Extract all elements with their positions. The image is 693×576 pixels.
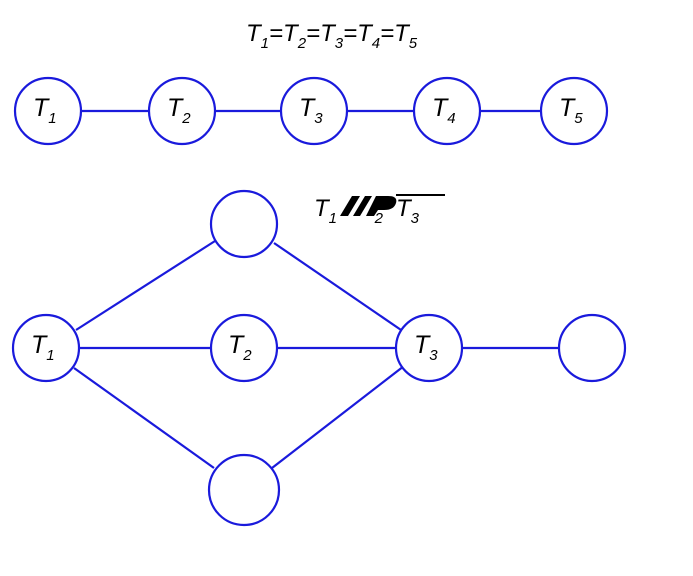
- equation-parallel: T1 T2 T3: [314, 194, 445, 227]
- svg-text:T1: T1: [31, 331, 55, 364]
- svg-text:T1: T1: [33, 94, 57, 127]
- equation-chain: T1=T2=T3=T4=T5: [246, 20, 418, 52]
- node-label: T: [414, 331, 431, 359]
- eq2-term-3: T: [396, 195, 413, 222]
- eq1-term-5: T: [394, 20, 411, 47]
- node-subscript: 1: [48, 110, 56, 127]
- eq1-term-2: T: [283, 20, 300, 47]
- edge-t1-top: [75, 240, 216, 331]
- chain-graph: T1 T2 T3 T4 T5: [13, 76, 609, 146]
- svg-text:T3: T3: [396, 195, 420, 227]
- eq1-sub-1: 1: [261, 35, 269, 52]
- eq1-sub-5: 5: [409, 35, 418, 52]
- eq1-op-1: =: [269, 20, 283, 47]
- edge-top-t3: [273, 242, 405, 333]
- node-subscript: 4: [447, 110, 455, 127]
- node-subscript: 2: [181, 110, 191, 127]
- node-t1: T1: [13, 76, 83, 146]
- edge-bottom-t3: [271, 365, 405, 469]
- node-right-empty: [557, 313, 627, 383]
- eq1-op-3: =: [343, 20, 357, 47]
- node-subscript: 3: [429, 347, 438, 364]
- eq1-sub-3: 3: [335, 35, 344, 52]
- node-label: T: [33, 94, 50, 122]
- eq1-sub-4: 4: [372, 35, 380, 52]
- svg-text:T4: T4: [432, 94, 456, 127]
- node-top-empty: [209, 189, 279, 259]
- svg-text:T2: T2: [228, 331, 252, 364]
- eq2-sub-2: 2: [374, 210, 384, 227]
- edge-t1-bottom: [73, 367, 215, 469]
- svg-text:T3: T3: [414, 331, 438, 364]
- node-t4: T4: [412, 76, 482, 146]
- svg-text:T3: T3: [299, 94, 323, 127]
- eq1-op-2: =: [306, 20, 320, 47]
- node-label: T: [432, 94, 449, 122]
- node-label: T: [299, 94, 316, 122]
- node-subscript: 3: [314, 110, 323, 127]
- eq2-sub-1: 1: [329, 210, 337, 227]
- node-t3: T3: [279, 76, 349, 146]
- node-bottom-empty: [207, 453, 281, 527]
- node-label: T: [559, 94, 576, 122]
- eq1-term-4: T: [357, 20, 374, 47]
- relation-glyph: [340, 196, 360, 216]
- node-t1: T1: [11, 313, 81, 383]
- node-label: T: [228, 331, 245, 359]
- node-subscript: 5: [574, 110, 583, 127]
- eq1-sub-2: 2: [297, 35, 307, 52]
- node-t3: T3: [394, 313, 464, 383]
- svg-text:T2: T2: [167, 94, 191, 127]
- node-label: T: [31, 331, 48, 359]
- node-t5: T5: [539, 76, 609, 146]
- eq1-op-4: =: [380, 20, 394, 47]
- svg-text:T5: T5: [559, 94, 583, 127]
- eq1-term-1: T: [246, 20, 263, 47]
- relation-glyph-2: [353, 196, 372, 216]
- parallel-graph: T1 T2 T3: [11, 189, 627, 527]
- node-t2: T2: [209, 313, 279, 383]
- node-t2: T2: [147, 76, 217, 146]
- eq2-term-1: T: [314, 195, 331, 222]
- svg-text:T2: T2: [360, 195, 384, 227]
- relation-glyph-3: [366, 196, 397, 216]
- eq1-term-3: T: [320, 20, 337, 47]
- node-subscript: 2: [242, 347, 252, 364]
- node-subscript: 1: [46, 347, 54, 364]
- svg-text:T1: T1: [314, 195, 337, 227]
- node-label: T: [167, 94, 184, 122]
- eq2-sub-3: 3: [411, 210, 420, 227]
